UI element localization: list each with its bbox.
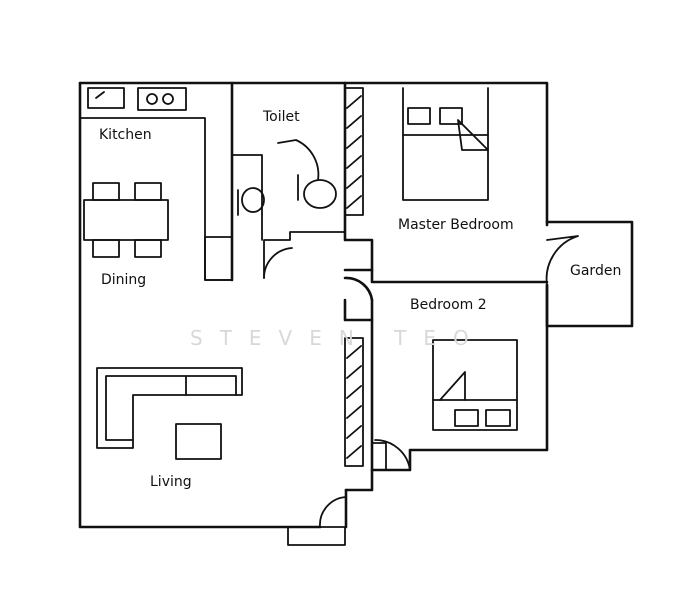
toilet-room [230, 81, 346, 282]
outer-walls [78, 81, 549, 529]
entrance-door [287, 494, 347, 546]
room-label-bedroom-2: Bedroom 2 [410, 297, 487, 313]
garden-area [545, 220, 634, 328]
bedroom2-wardrobe [344, 337, 364, 467]
kitchen-counter [79, 87, 233, 281]
master-bed [402, 87, 489, 201]
dining-table [83, 182, 169, 258]
interior-walls [343, 81, 549, 492]
room-label-toilet: Toilet [262, 109, 300, 125]
room-label-dining: Dining [101, 272, 146, 288]
master-wardrobe [344, 87, 364, 216]
bedroom2-bed [432, 339, 518, 431]
room-label-kitchen: Kitchen [99, 127, 152, 143]
sofa [96, 367, 243, 449]
coffee-table [175, 423, 222, 460]
room-label-living: Living [150, 474, 192, 490]
watermark: STEVEN TEO [190, 326, 486, 350]
room-label-garden: Garden [570, 263, 621, 279]
room-label-master-bedroom: Master Bedroom [398, 217, 514, 233]
